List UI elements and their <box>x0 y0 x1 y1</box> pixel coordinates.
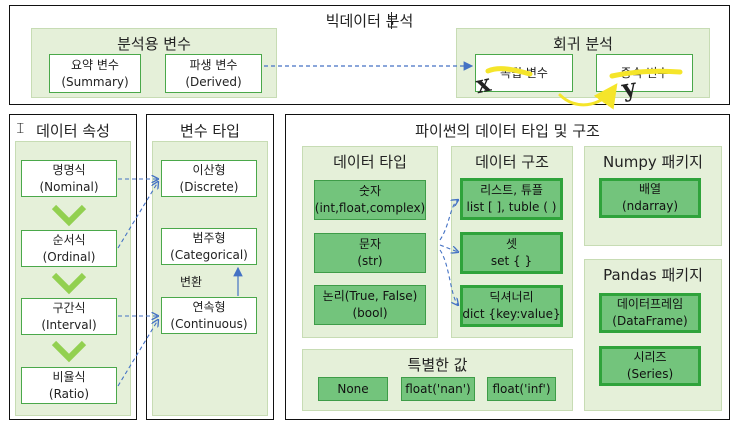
continuous-label: 연속형 <box>192 299 226 314</box>
special-value-box: float('nan') <box>401 377 475 401</box>
number-type-label: 숫자 <box>358 184 382 198</box>
special-value-box: None <box>318 377 388 401</box>
data-types-title: 데이터 타입 <box>333 153 407 171</box>
data-structures-title: 데이터 구조 <box>475 153 549 171</box>
attr-label: 비율식 <box>52 369 86 384</box>
string-type-label: 문자 <box>358 237 382 251</box>
attr-ratio-box: 비율식 (Ratio) <box>21 367 117 404</box>
attr-ordinal-box: 순서식 (Ordinal) <box>21 230 117 267</box>
logic-type-sub: (bool) <box>352 306 388 320</box>
categorical-en: (Categorical) <box>170 247 248 262</box>
independent-var-label: 독립 변수 <box>500 65 548 80</box>
dict-label: 딕셔너리 <box>489 290 534 304</box>
summary-var-en: (Summary) <box>61 74 129 89</box>
dataframe-sub: (DataFrame) <box>612 314 688 328</box>
series-sub: (Series) <box>626 367 674 381</box>
number-type-sub: (int,float,complex) <box>314 201 426 215</box>
var-types-title: 변수 타입 <box>180 122 240 140</box>
attr-nominal-box: 명명식 (Nominal) <box>21 160 117 197</box>
series-box: 시리즈 (Series) <box>599 346 701 386</box>
set-box: 셋 set { } <box>460 232 563 274</box>
ndarray-box: 배열 (ndarray) <box>599 178 701 218</box>
categorical-label: 범주형 <box>192 230 226 245</box>
ndarray-sub: (ndarray) <box>621 199 679 213</box>
dict-box: 딕셔너리 dict {key:value} <box>460 285 563 327</box>
list-tuple-sub: list [ ], tuble ( ) <box>466 200 557 214</box>
logic-type-label: 논리(True, False) <box>322 289 418 303</box>
attr-label: 구간식 <box>52 300 86 315</box>
attr-en: (Ordinal) <box>42 249 96 264</box>
continuous-en: (Continuous) <box>170 316 248 331</box>
dict-sub: dict {key:value} <box>462 307 561 321</box>
dataframe-box: 데이터프레임 (DataFrame) <box>599 293 701 333</box>
summary-var-label: 요약 변수 <box>71 57 119 72</box>
special-values-title: 특별한 값 <box>407 356 468 374</box>
derived-var-label: 파생 변수 <box>189 57 238 72</box>
attr-en: (Ratio) <box>48 386 90 401</box>
number-type-box: 숫자 (int,float,complex) <box>314 180 426 220</box>
attr-en: (Interval) <box>41 317 97 332</box>
special-value-label: None <box>337 381 369 396</box>
convert-label: 변환 <box>180 275 203 289</box>
special-value-box: float('inf') <box>487 377 556 401</box>
attr-label: 순서식 <box>52 232 86 247</box>
special-value-label: float('nan') <box>405 381 471 396</box>
categorical-box: 범주형 (Categorical) <box>161 228 257 265</box>
analysis-vars-title: 분석용 변수 <box>117 35 191 53</box>
discrete-en: (Discrete) <box>179 179 239 194</box>
text-cursor-icon <box>391 12 392 29</box>
attr-en: (Nominal) <box>39 179 99 194</box>
list-tuple-box: 리스트, 튜플 list [ ], tuble ( ) <box>460 178 563 220</box>
set-sub: set { } <box>490 254 533 268</box>
set-label: 셋 <box>505 237 518 251</box>
attributes-title: 데이터 속성 <box>36 122 110 140</box>
regression-title: 회귀 분석 <box>553 35 613 53</box>
summary-var-box: 요약 변수 (Summary) <box>49 54 141 93</box>
series-label: 시리즈 <box>633 350 667 364</box>
string-type-sub: (str) <box>357 254 383 268</box>
pandas-title: Pandas 패키지 <box>603 266 703 284</box>
discrete-label: 이산형 <box>192 162 226 177</box>
list-tuple-label: 리스트, 튜플 <box>480 183 543 197</box>
logic-type-box: 논리(True, False) (bool) <box>314 285 426 325</box>
numpy-title: Numpy 패키지 <box>603 153 703 171</box>
attr-label: 명명식 <box>52 162 86 177</box>
special-value-label: float('inf') <box>492 381 551 396</box>
dataframe-label: 데이터프레임 <box>616 297 684 311</box>
discrete-box: 이산형 (Discrete) <box>161 160 257 197</box>
dependent-var-box: 종속 변수 <box>596 54 693 92</box>
i-beam-cursor-icon: 𝙸 <box>15 119 26 137</box>
attributes-title-row: 𝙸 데이터 속성 <box>12 119 134 141</box>
derived-var-box: 파생 변수 (Derived) <box>165 54 262 93</box>
string-type-box: 문자 (str) <box>314 233 426 273</box>
ndarray-label: 배열 <box>638 182 662 196</box>
python-title: 파이썬의 데이터 타입 및 구조 <box>415 122 600 140</box>
pandas-group: Pandas 패키지 <box>584 259 722 411</box>
attr-interval-box: 구간식 (Interval) <box>21 298 117 335</box>
continuous-box: 연속형 (Continuous) <box>161 297 257 334</box>
derived-var-en: (Derived) <box>185 74 242 89</box>
